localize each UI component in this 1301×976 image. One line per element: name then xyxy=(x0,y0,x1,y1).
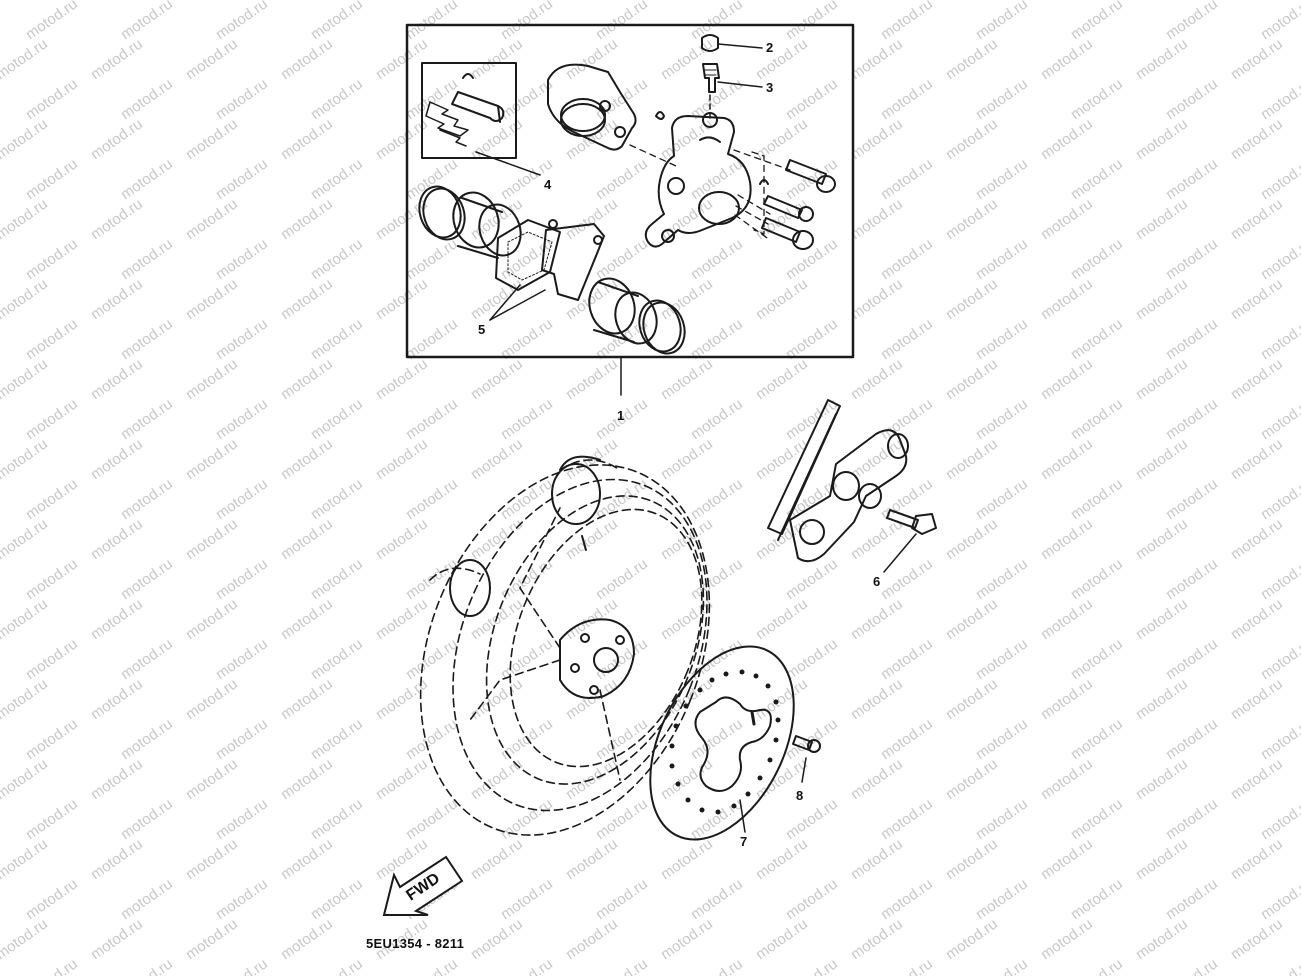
fork-leg xyxy=(767,399,909,563)
brake-disc xyxy=(649,645,795,841)
callout-6: 6 xyxy=(873,574,880,589)
caliper-body xyxy=(644,112,752,248)
assembly-guides xyxy=(629,144,791,241)
wheel-hub xyxy=(559,535,635,699)
callout-4: 4 xyxy=(544,177,552,192)
callout-5: 5 xyxy=(478,322,485,337)
caliper-assembly-frame xyxy=(405,23,855,359)
piston-left xyxy=(452,191,522,259)
forward-arrow: FWD xyxy=(382,855,464,916)
piston-seal-left xyxy=(418,185,466,241)
bracket-bolt-set xyxy=(421,62,541,176)
piston-seal-right xyxy=(638,299,686,355)
brake-pad-outer xyxy=(541,219,605,301)
leader-lines-5 xyxy=(489,284,546,321)
callout-1: 1 xyxy=(617,408,624,423)
caliper-bolts xyxy=(759,159,836,250)
front-wheel xyxy=(419,459,711,836)
callout-7: 7 xyxy=(740,834,747,849)
disc-bolt xyxy=(792,735,821,783)
disc-holes xyxy=(669,669,781,815)
callout-8: 8 xyxy=(796,788,803,803)
caliper-bracket xyxy=(547,63,665,151)
tire-section xyxy=(449,455,601,617)
caliper-mount-bolt xyxy=(883,509,937,573)
bleed-screw xyxy=(702,63,763,119)
piston-right xyxy=(588,277,658,345)
drawing-code: 5EU1354 - 8211 xyxy=(366,936,465,951)
callout-3: 3 xyxy=(766,80,773,95)
callout-2: 2 xyxy=(766,40,773,55)
bleed-cap xyxy=(701,34,763,52)
